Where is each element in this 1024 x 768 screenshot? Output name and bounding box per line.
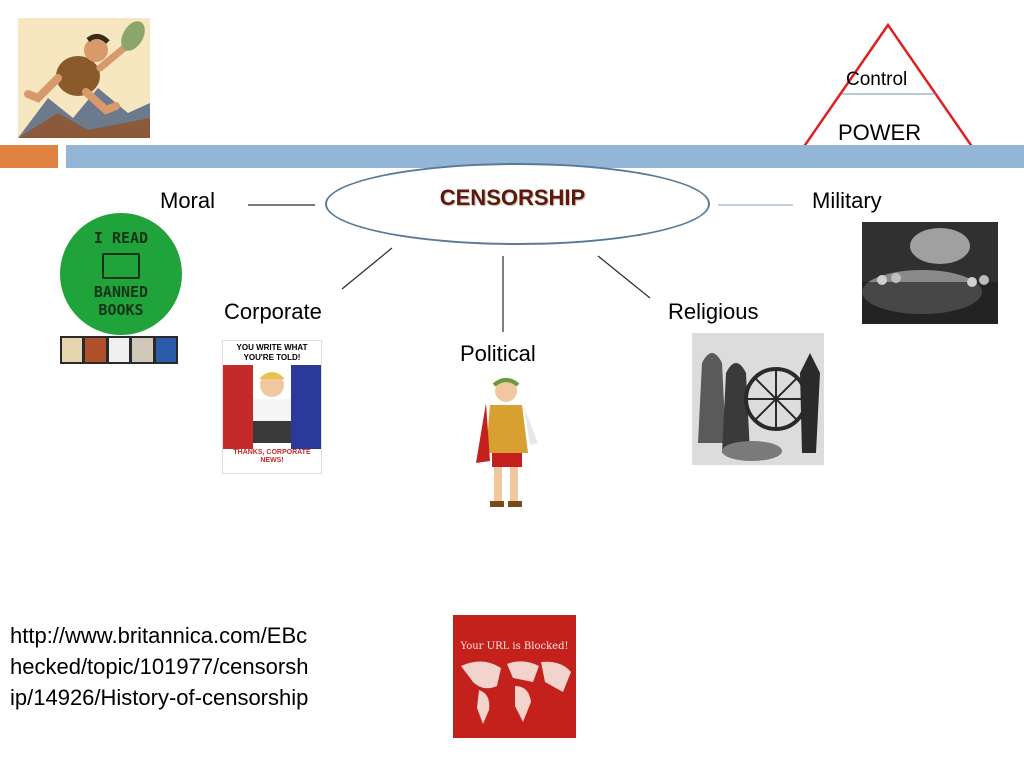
poster-headline: YOU WRITE WHAT YOU'RE TOLD! <box>236 343 308 362</box>
religious-engraving <box>692 333 824 465</box>
banned-books-badge: I READ BANNED BOOKS <box>60 213 182 335</box>
node-moral: Moral <box>160 188 216 213</box>
url-blocked-image: Your URL is Blocked! <box>453 615 576 738</box>
military-photo <box>862 222 998 324</box>
badge-line1: I READ <box>93 229 149 247</box>
badge-line2: BANNED <box>93 283 149 301</box>
book-icon <box>102 253 140 279</box>
book-covers-strip <box>60 336 178 364</box>
accent-band-orange <box>0 145 58 168</box>
political-caesar-figure <box>468 373 548 513</box>
blocked-message: Your URL is Blocked! <box>460 641 569 652</box>
badge-line3: BOOKS <box>98 301 144 319</box>
censorship-hub <box>325 163 710 245</box>
caveman-clipart <box>18 18 150 138</box>
triangle-top-label: Control <box>846 69 908 90</box>
node-corporate: Corporate <box>224 299 322 324</box>
source-url[interactable]: http://www.britannica.com/EBchecked/topi… <box>10 623 309 710</box>
poster-footer: THANKS, CORPORATE NEWS! <box>233 449 311 464</box>
hub-title: CENSORSHIP <box>439 185 586 210</box>
node-military: Military <box>812 188 882 213</box>
node-political: Political <box>460 341 536 366</box>
node-religious: Religious <box>668 299 759 324</box>
corporate-news-poster: YOU WRITE WHAT YOU'RE TOLD! THANKS, CORP… <box>222 340 322 474</box>
accent-band-blue <box>66 145 1024 168</box>
triangle-bottom-label: POWER <box>838 120 922 145</box>
